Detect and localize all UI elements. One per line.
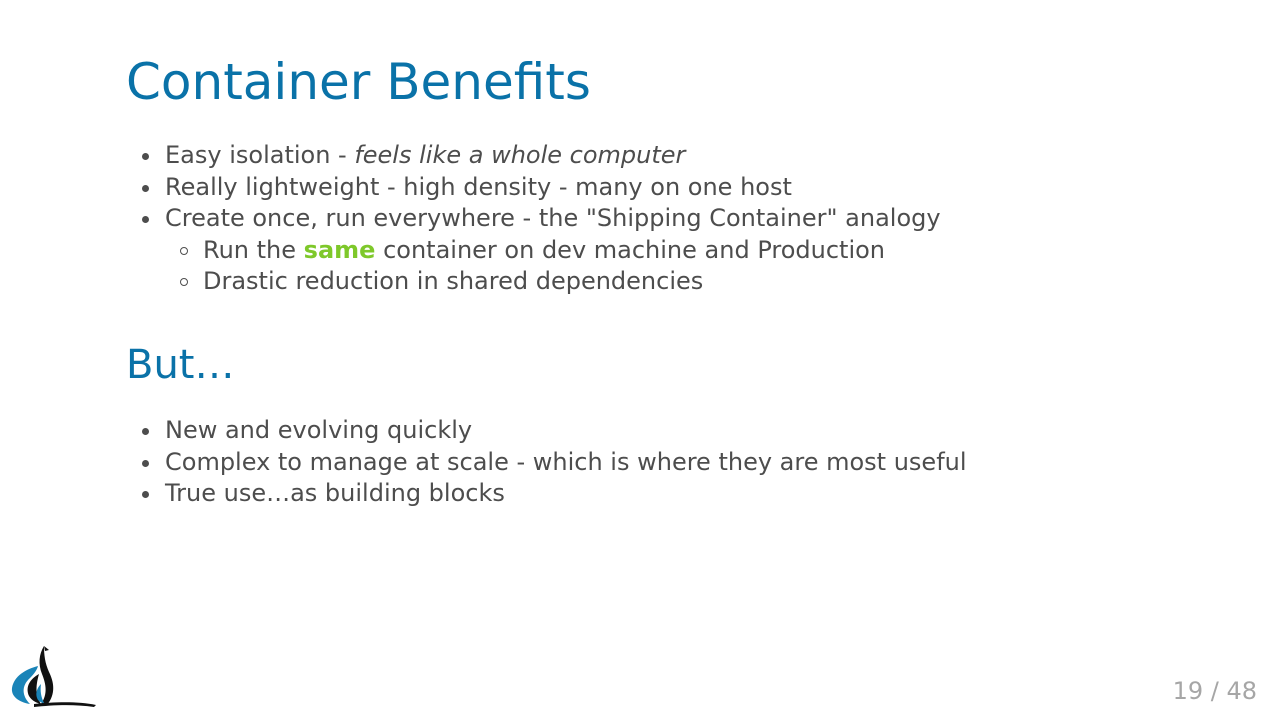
list-item: Really lightweight - high density - many…	[136, 172, 941, 204]
bullet-icon	[142, 216, 149, 223]
bullet-icon	[142, 428, 149, 435]
sub-list-item: Run the same container on dev machine an…	[174, 235, 912, 267]
sub-bullet-icon	[180, 246, 188, 255]
list-item-text: Easy isolation -	[165, 141, 355, 169]
list-item-text: New and evolving quickly	[165, 416, 473, 444]
highlight-text: same	[303, 235, 376, 264]
list-item: True use…as building blocks	[136, 478, 967, 510]
drawbacks-list: New and evolving quickly Complex to mana…	[136, 415, 967, 510]
sub-list: Run the same container on dev machine an…	[136, 235, 912, 298]
bird-logo-icon	[11, 646, 96, 707]
list-item: Create once, run everywhere - the "Shipp…	[136, 203, 941, 298]
bullet-icon	[142, 184, 149, 192]
page-number: 19 / 48	[1172, 677, 1257, 705]
but-heading: But…	[126, 342, 235, 388]
sub-item-text: container on dev machine and Production	[375, 235, 886, 264]
list-item-text: True use…as building blocks	[165, 479, 505, 507]
list-item-text: Complex to manage at scale - which is wh…	[165, 447, 967, 476]
sub-list-item: Drastic reduction in shared dependencies	[174, 266, 912, 298]
bullet-icon	[142, 491, 149, 498]
sub-bullet-icon	[180, 278, 188, 286]
sub-item-text: Run the	[203, 235, 304, 264]
sub-item-text: Drastic reduction in shared dependencies	[203, 267, 704, 295]
list-item-text: Really lightweight - high density - many…	[165, 172, 792, 201]
list-item: Easy isolation - feels like a whole comp…	[136, 140, 941, 172]
slide-title: Container Benefits	[126, 53, 591, 111]
list-item-text: Create once, run everywhere - the "Shipp…	[165, 204, 941, 232]
list-item: New and evolving quickly	[136, 415, 967, 447]
list-item: Complex to manage at scale - which is wh…	[136, 447, 967, 479]
bullet-icon	[142, 459, 149, 467]
emphasis-text: feels like a whole computer	[354, 141, 686, 169]
bullet-icon	[142, 153, 149, 160]
benefits-list: Easy isolation - feels like a whole comp…	[136, 140, 941, 298]
